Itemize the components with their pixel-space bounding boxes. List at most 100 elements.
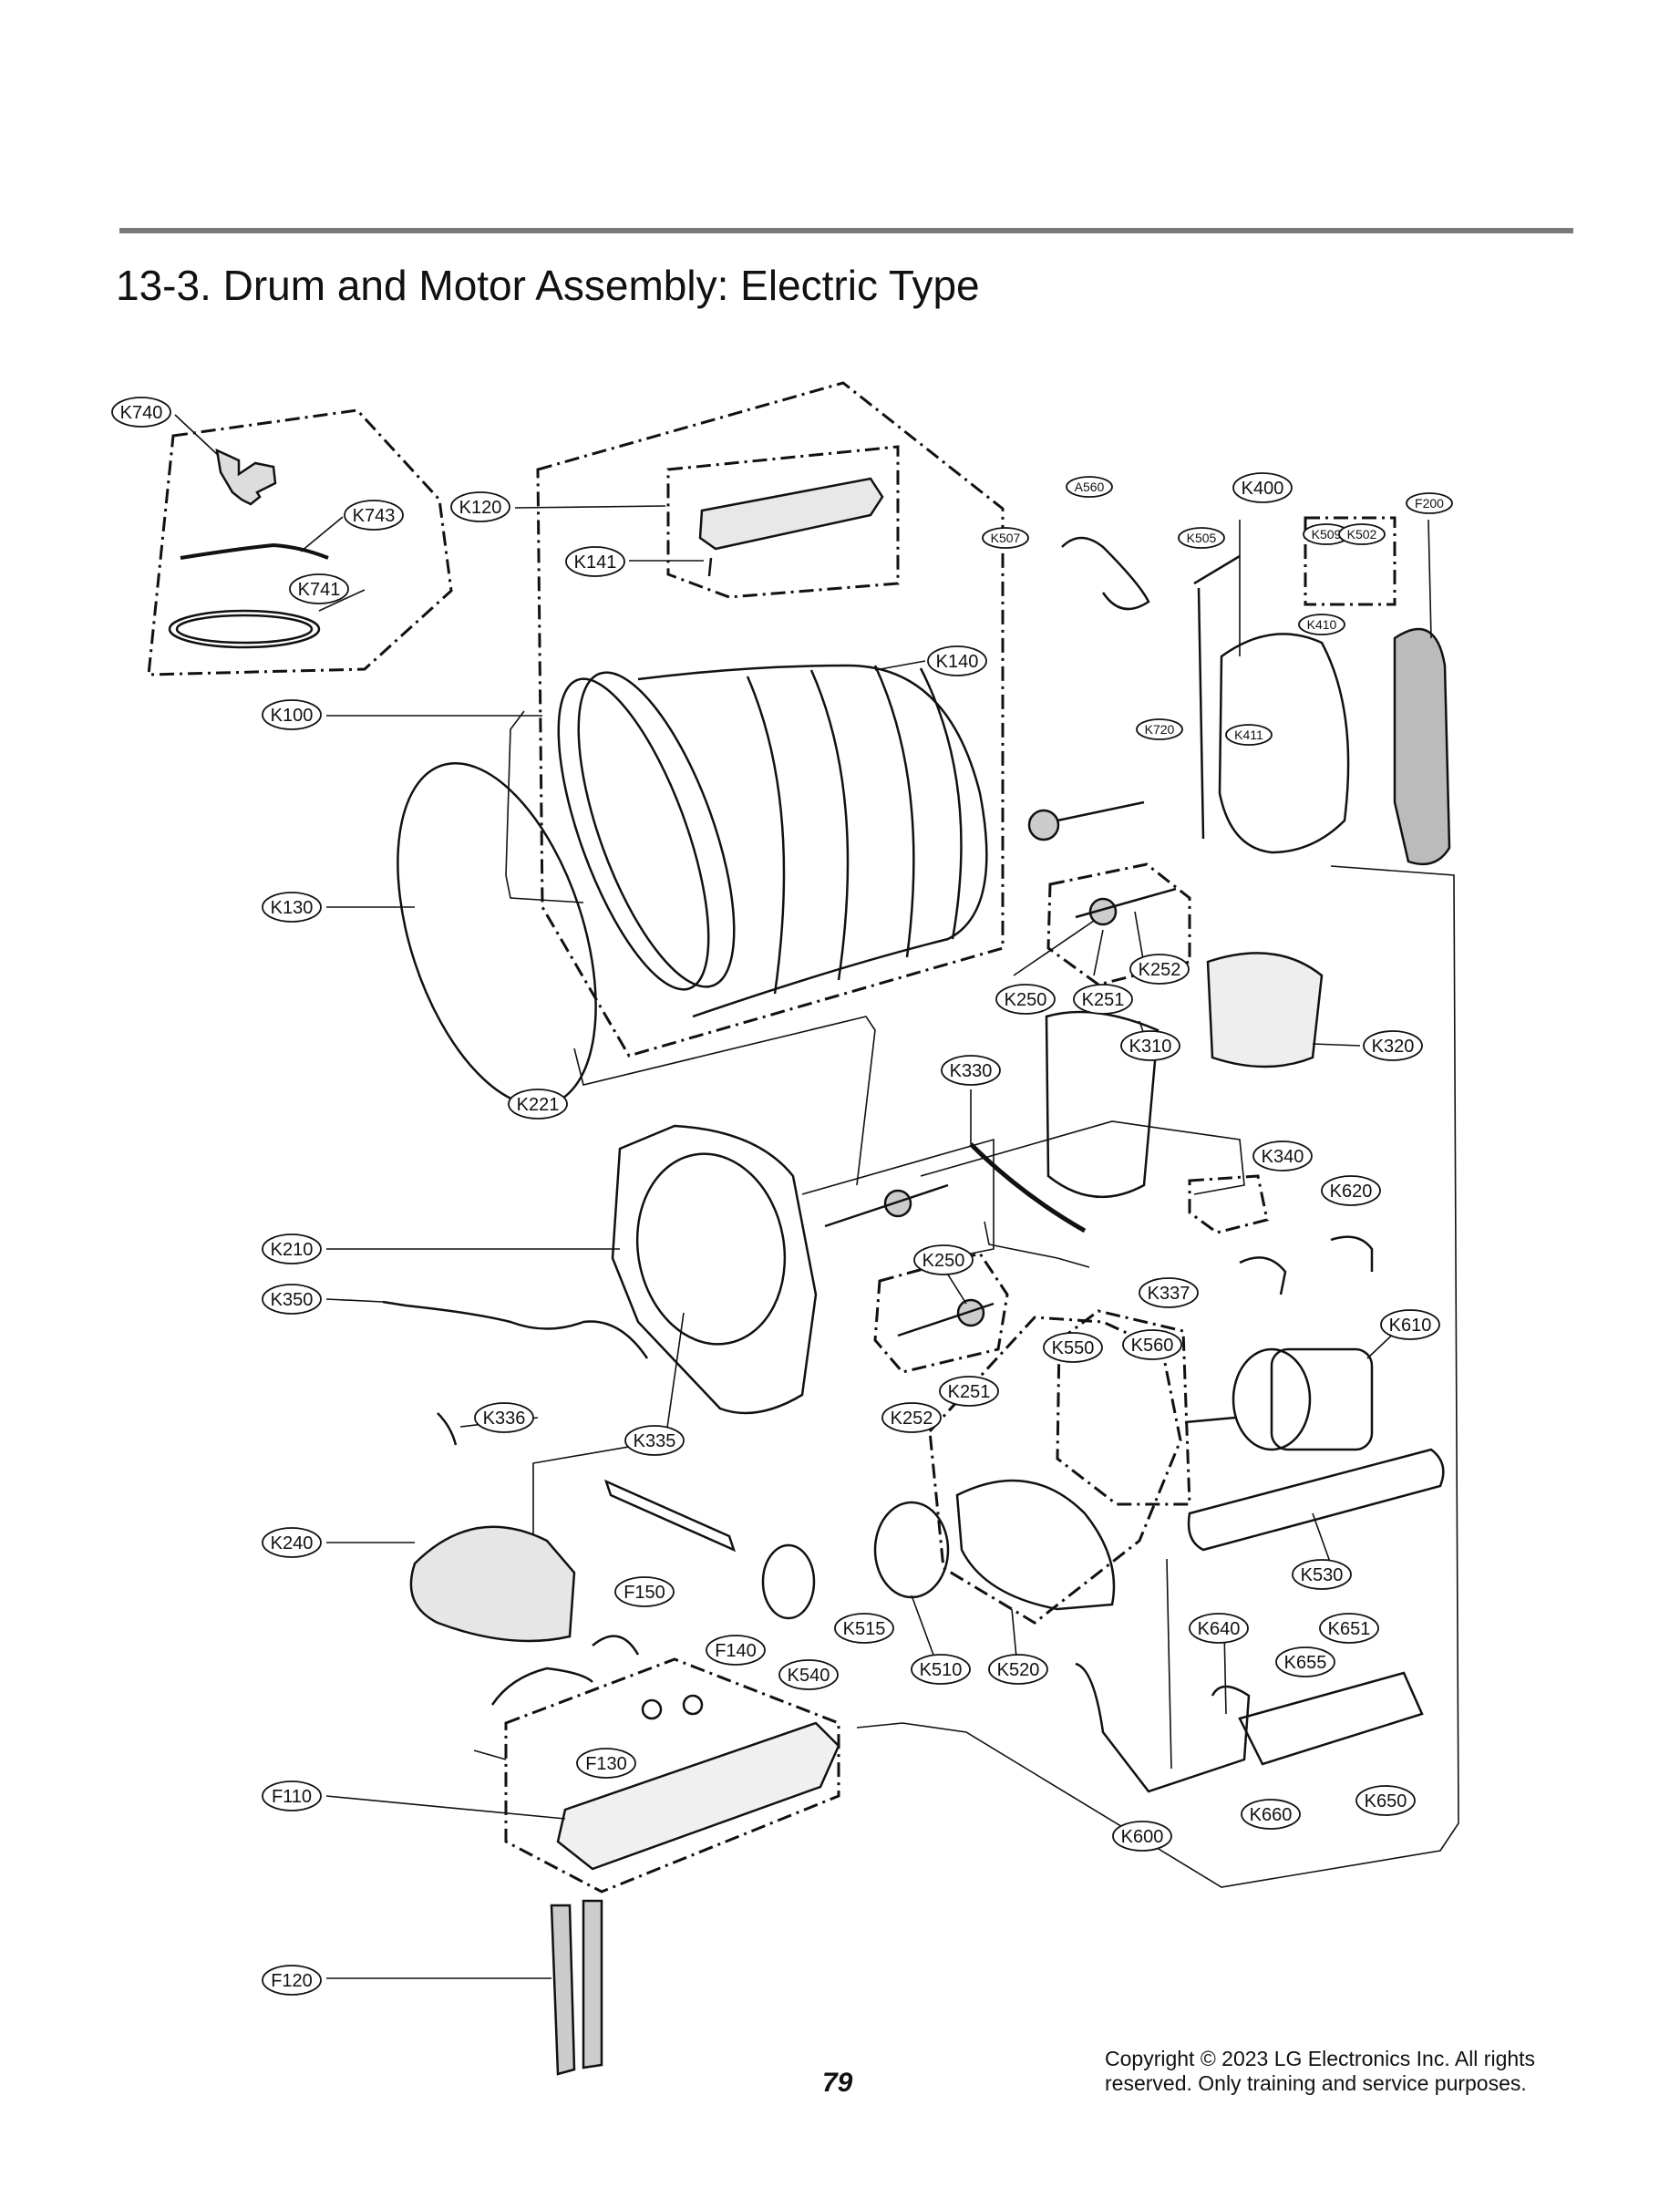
part-callout-k600: K600: [1112, 1821, 1172, 1852]
callout-ellipse: [1252, 1140, 1313, 1171]
header-rule: [119, 228, 1573, 233]
part-callout-k411: K411: [1225, 724, 1273, 746]
part-callout-k250: K250: [995, 984, 1056, 1015]
callout-ellipse: [289, 573, 349, 604]
callout-ellipse: [881, 1402, 942, 1433]
part-callout-k560: K560: [1122, 1329, 1182, 1360]
drum-group-outline: [536, 381, 1005, 1058]
roller-group-outline: [1046, 862, 1191, 986]
thermostat-drawing: [641, 1698, 663, 1720]
y-connector-drawing: [215, 448, 277, 506]
page-number: 79: [822, 2068, 853, 2098]
part-callout-k509: K509: [1303, 523, 1350, 545]
part-callout-k540: K540: [778, 1659, 839, 1690]
copyright-line-1: Copyright © 2023 LG Electronics Inc. All…: [1105, 2047, 1536, 2070]
lint-grille-drawing: [1206, 952, 1324, 1068]
callout-label: K520: [997, 1660, 1040, 1680]
part-callout-k337: K337: [1139, 1277, 1199, 1308]
lint-duct-drawing: [409, 1525, 576, 1643]
part-callout-k310: K310: [1120, 1030, 1180, 1061]
callout-label: K610: [1389, 1316, 1432, 1336]
callout-ellipse: [778, 1659, 839, 1690]
callout-label: K530: [1301, 1565, 1344, 1585]
part-callout-k507: K507: [982, 527, 1029, 549]
callout-ellipse: [995, 984, 1056, 1015]
front-bulkhead-drawing: [611, 1124, 818, 1415]
callout-label: F150: [624, 1583, 665, 1603]
callout-ellipse: [1275, 1646, 1335, 1677]
callout-ellipse: [1363, 1030, 1423, 1061]
part-callout-f110: F110: [262, 1780, 322, 1811]
wire-harness-drawing: [382, 1300, 649, 1359]
filter-housing-drawing: [1393, 627, 1451, 866]
screw-drawing: [707, 557, 713, 577]
callout-ellipse: [262, 1780, 322, 1811]
callout-label: K509: [1312, 527, 1342, 542]
part-callout-k620: K620: [1321, 1175, 1381, 1206]
part-callout-k515: K515: [834, 1613, 894, 1644]
callout-label: K650: [1365, 1791, 1407, 1811]
exhaust-tube-drawing: [1187, 1448, 1445, 1552]
roller-drawing-3: [824, 1183, 949, 1228]
part-callout-k221: K221: [508, 1089, 568, 1120]
callout-label: K411: [1234, 728, 1263, 742]
callout-label: K651: [1328, 1619, 1371, 1639]
callout-ellipse: [1225, 724, 1273, 746]
part-callout-k120: K120: [450, 491, 510, 522]
coiled-hose-drawing: [168, 609, 321, 649]
callout-label: K335: [634, 1431, 676, 1451]
callout-ellipse: [706, 1635, 766, 1666]
callout-label: K741: [298, 580, 341, 600]
callout-label: K600: [1121, 1827, 1164, 1847]
part-callout-f200: F200: [1406, 492, 1453, 514]
callout-label: F130: [585, 1754, 627, 1774]
part-callout-k743: K743: [344, 500, 404, 531]
drum-belt-drawing: [397, 761, 597, 1108]
part-callout-k651: K651: [1319, 1613, 1379, 1644]
callout-ellipse: [1066, 476, 1113, 498]
part-callout-k335: K335: [624, 1425, 685, 1456]
part-callout-k400: K400: [1232, 472, 1293, 503]
callout-ellipse: [614, 1576, 675, 1607]
callout-ellipse: [474, 1402, 534, 1433]
part-callout-k330: K330: [941, 1055, 1001, 1086]
callout-label: K515: [843, 1619, 886, 1639]
part-callout-k240: K240: [262, 1527, 322, 1558]
callout-ellipse: [834, 1613, 894, 1644]
callout-label: K510: [920, 1660, 963, 1680]
callout-ellipse: [262, 1527, 322, 1558]
callout-ellipse: [1380, 1309, 1440, 1340]
callout-ellipse: [1189, 1613, 1249, 1644]
callout-label: K502: [1347, 527, 1377, 542]
callout-ellipse: [1129, 954, 1190, 985]
part-callout-k640: K640: [1189, 1613, 1249, 1644]
callout-label: K251: [1082, 990, 1125, 1010]
callout-label: K141: [574, 552, 617, 573]
part-callout-k141: K141: [565, 546, 625, 577]
callout-label: K250: [922, 1251, 965, 1271]
part-callout-k100: K100: [262, 699, 322, 730]
callout-ellipse: [508, 1089, 568, 1120]
callout-ellipse: [344, 500, 404, 531]
callout-ellipse: [1112, 1821, 1172, 1852]
callout-label: K660: [1250, 1805, 1293, 1825]
sensor-group-outline: [1056, 1309, 1191, 1506]
callout-ellipse: [1043, 1332, 1103, 1363]
callout-label: K252: [1139, 960, 1181, 980]
part-callout-k130: K130: [262, 892, 322, 923]
callout-ellipse: [1292, 1559, 1352, 1590]
callout-ellipse: [1355, 1785, 1416, 1816]
heater-group-outline: [504, 1657, 840, 1894]
top-bracket-drawing: [698, 477, 884, 551]
part-callout-k502: K502: [1338, 523, 1386, 545]
part-callout-k336: K336: [474, 1402, 534, 1433]
trim-strip-drawing: [603, 1479, 737, 1553]
callout-ellipse: [1406, 492, 1453, 514]
part-callout-k510: K510: [911, 1654, 971, 1685]
part-callout-k252: K252: [1129, 954, 1190, 985]
part-callout-f140: F140: [706, 1635, 766, 1666]
part-callout-k210: K210: [262, 1233, 322, 1264]
callout-label: F140: [715, 1641, 757, 1661]
callout-label: K320: [1372, 1037, 1415, 1057]
